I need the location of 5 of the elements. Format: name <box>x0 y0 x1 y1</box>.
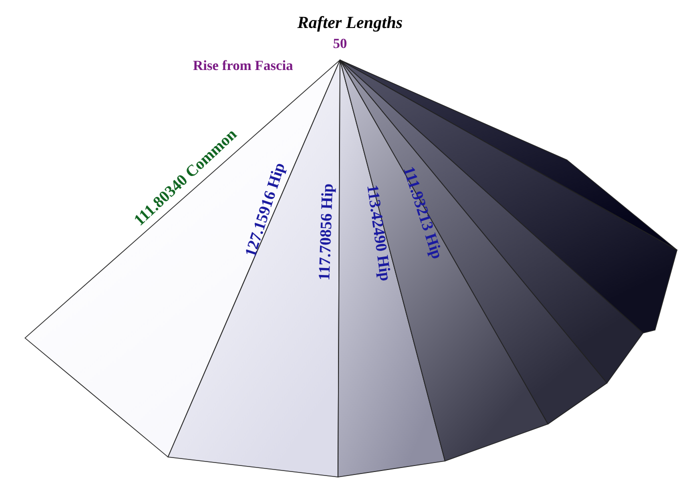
rafter-length-label: 113.42490 Hip <box>363 184 393 282</box>
rise-label: Rise from Fascia <box>192 60 294 74</box>
rise-value: 50 <box>333 38 347 52</box>
chart-title: Rafter Lengths <box>296 12 404 34</box>
rafter-length-label: 117.70856 Hip <box>317 183 337 281</box>
